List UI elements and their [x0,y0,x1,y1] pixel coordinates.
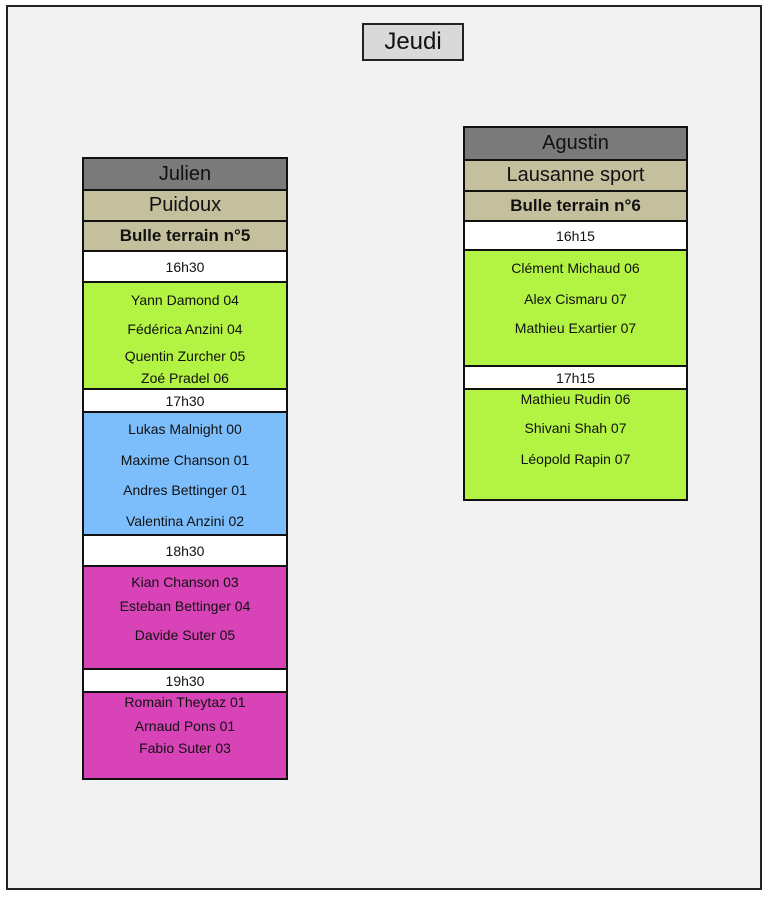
player-name: Fabio Suter 03 [139,740,231,756]
player-name: Lukas Malnight 00 [128,421,242,437]
time-slot-label: 19h30 [84,668,286,691]
player-name: Yann Damond 04 [131,292,239,308]
player-name: Quentin Zurcher 05 [124,348,246,364]
player-name: Andres Bettinger 01 [123,482,247,498]
coach-name: Agustin [465,128,686,159]
player-name: Kian Chanson 03 [131,574,239,590]
day-title: Jeudi [362,23,464,61]
schedule-column-julien: Julien Puidoux Bulle terrain n°5 16h30 Y… [82,157,288,780]
time-slot-label: 18h30 [84,534,286,565]
player-name: Romain Theytaz 01 [124,694,246,710]
field-name: Bulle terrain n°5 [84,220,286,250]
player-group: Yann Damond 04 Fédérica Anzini 04 Quenti… [84,281,286,388]
player-name: Maxime Chanson 01 [120,452,250,468]
time-slot-label: 17h15 [465,365,686,388]
player-name: Alex Cismaru 07 [524,291,627,307]
player-name: Esteban Bettinger 04 [119,598,251,614]
player-group: Clément Michaud 06 Alex Cismaru 07 Mathi… [465,249,686,365]
player-name: Davide Suter 05 [134,627,236,643]
player-group: Mathieu Rudin 06 Shivani Shah 07 Léopold… [465,388,686,499]
player-name: Zoé Pradel 06 [141,370,229,386]
place-name: Lausanne sport [465,159,686,190]
player-name: Léopold Rapin 07 [520,451,631,467]
coach-name: Julien [84,159,286,189]
place-name: Puidoux [84,189,286,220]
schedule-column-agustin: Agustin Lausanne sport Bulle terrain n°6… [463,126,688,501]
player-name: Clément Michaud 06 [511,260,640,276]
player-name: Valentina Anzini 02 [125,513,245,529]
time-slot-label: 16h30 [84,250,286,281]
player-name: Shivani Shah 07 [524,420,627,436]
field-name: Bulle terrain n°6 [465,190,686,220]
player-name: Fédérica Anzini 04 [127,321,243,337]
time-slot-label: 16h15 [465,220,686,249]
player-name: Mathieu Rudin 06 [520,391,631,407]
time-slot-label: 17h30 [84,388,286,411]
player-name: Arnaud Pons 01 [134,718,236,734]
player-group: Lukas Malnight 00 Maxime Chanson 01 Andr… [84,411,286,534]
player-name: Mathieu Exartier 07 [514,320,637,336]
player-group: Romain Theytaz 01 Arnaud Pons 01 Fabio S… [84,691,286,778]
player-group: Kian Chanson 03 Esteban Bettinger 04 Dav… [84,565,286,668]
